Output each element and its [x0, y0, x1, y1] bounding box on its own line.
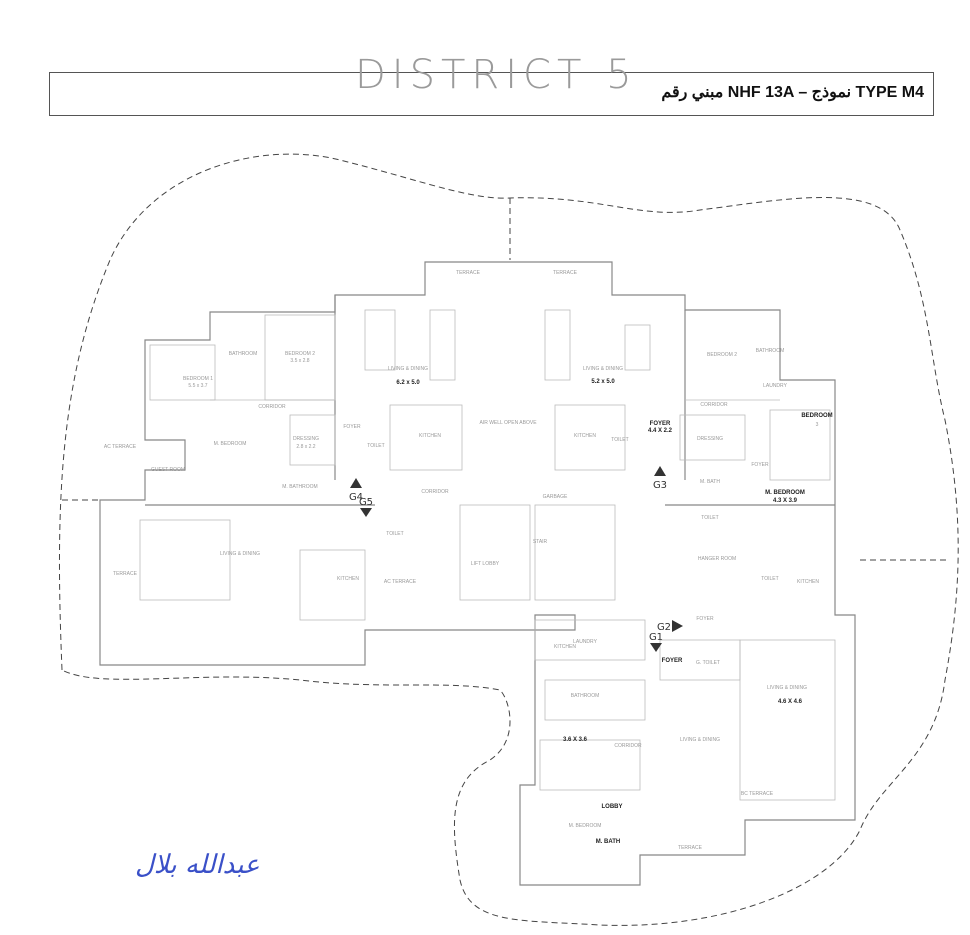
label-lobby: LOBBY: [602, 804, 623, 810]
label-bedroom-2: BEDROOM 2: [285, 351, 315, 357]
label-master-bedroom: M. BEDROOM: [569, 823, 602, 829]
label-lift-lobby: LIFT LOBBY: [471, 561, 500, 567]
label-toilet: TOILET: [367, 443, 384, 449]
label-bedroom-1: BEDROOM 1: [183, 376, 213, 382]
gate-arrow-up-icon: [350, 478, 362, 488]
label-foyer: FOYER: [696, 616, 714, 622]
label-bedroom-1-size: 5.5 x 3.7: [188, 383, 207, 389]
label-garbage: GARBAGE: [543, 494, 568, 500]
label-bedroom-2: BEDROOM 2: [707, 352, 737, 358]
building-type-label: مبني رقم NHF 13A – نموذج TYPE M4: [661, 84, 924, 101]
label-corridor: CORRIDOR: [258, 404, 286, 410]
label-master-bath: M. BATH: [596, 839, 621, 845]
label-bedroom-2-size: 3.5 x 2.8: [290, 358, 309, 364]
label-terrace: TERRACE: [113, 571, 138, 577]
label-bathroom: BATHROOM: [756, 348, 785, 354]
label-laundry: LAUNDRY: [573, 639, 597, 645]
signature: عبدالله بلال: [135, 850, 260, 880]
gate-arrow-up-icon: [654, 466, 666, 476]
label-dressing: DRESSING: [697, 436, 723, 442]
label-corridor: CORRIDOR: [700, 402, 728, 408]
label-kitchen: KITCHEN: [574, 433, 596, 439]
label-foyer-size: 4.4 X 2.2: [648, 428, 673, 434]
label-foyer: FOYER: [662, 658, 683, 664]
gate-g5: G5: [359, 497, 373, 508]
label-dressing-size: 2.8 x 2.2: [296, 444, 315, 450]
gate-arrow-down-icon: [360, 508, 372, 517]
label-living-dining: LIVING & DINING: [583, 366, 623, 372]
title-box: [49, 72, 934, 116]
label-living-dining-size: 6.2 x 5.0: [396, 380, 420, 386]
building-outline: [99, 261, 856, 886]
label-kitchen: KITCHEN: [337, 576, 359, 582]
label-corridor: CORRIDOR: [614, 743, 642, 749]
label-bedroom-3-number: 3: [816, 422, 819, 428]
gate-arrow-right-icon: [672, 620, 683, 632]
gate-g2: G2: [657, 622, 671, 633]
label-laundry: LAUNDRY: [763, 383, 787, 389]
label-master-bedroom-size: 4.3 X 3.9: [773, 498, 798, 504]
label-ac-terrace: AC TERRACE: [104, 444, 137, 450]
label-kitchen: KITCHEN: [554, 644, 576, 650]
label-living-dining: LIVING & DINING: [680, 737, 720, 743]
label-hanger-room: HANGER ROOM: [698, 556, 736, 562]
gate-g3: G3: [653, 480, 667, 491]
label-living-dining: LIVING & DINING: [767, 685, 807, 691]
label-living-dining: LIVING & DINING: [388, 366, 428, 372]
label-toilet: TOILET: [761, 576, 778, 582]
gate-g1: G1: [649, 632, 663, 643]
label-living-dining: LIVING & DINING: [220, 551, 260, 557]
label-toilet: TOILET: [611, 437, 628, 443]
label-bc-terrace: BC TERRACE: [741, 791, 774, 797]
label-foyer: FOYER: [751, 462, 769, 468]
label-corridor: CORRIDOR: [421, 489, 449, 495]
label-kitchen: KITCHEN: [797, 579, 819, 585]
label-air-well: AIR WELL OPEN ABOVE: [479, 420, 537, 426]
label-bedroom-size: 3.6 X 3.6: [563, 737, 588, 743]
label-guest-room: GUEST ROOM: [151, 467, 185, 473]
label-master-bedroom: M. BEDROOM: [214, 441, 247, 447]
label-master-bedroom: M. BEDROOM: [765, 490, 805, 496]
label-living-dining-size: 5.2 x 5.0: [591, 379, 615, 385]
label-toilet: TOILET: [701, 515, 718, 521]
label-bedroom-3: BEDROOM: [801, 413, 832, 419]
label-master-bath: M. BATH: [700, 479, 720, 485]
label-foyer: FOYER: [650, 421, 671, 427]
label-kitchen: KITCHEN: [419, 433, 441, 439]
gate-arrow-down-icon: [650, 643, 662, 652]
label-foyer: FOYER: [343, 424, 361, 430]
site-boundary: [58, 153, 959, 926]
district-logo: DISTRICT 5: [355, 52, 638, 98]
label-dressing: DRESSING: [293, 436, 319, 442]
label-bathroom: BATHROOM: [571, 693, 600, 699]
label-living-dining-size: 4.6 X 4.6: [778, 699, 803, 705]
label-terrace: TERRACE: [678, 845, 703, 851]
label-terrace: TERRACE: [456, 270, 481, 276]
gate-g4: G4: [349, 492, 363, 503]
label-terrace: TERRACE: [553, 270, 578, 276]
label-guest-toilet: G. TOILET: [696, 660, 720, 666]
label-toilet: TOILET: [386, 531, 403, 537]
label-master-bathroom: M. BATHROOM: [282, 484, 317, 490]
label-ac-terrace: AC TERRACE: [384, 579, 417, 585]
label-stair: STAIR: [533, 539, 548, 545]
label-bathroom: BATHROOM: [229, 351, 258, 357]
